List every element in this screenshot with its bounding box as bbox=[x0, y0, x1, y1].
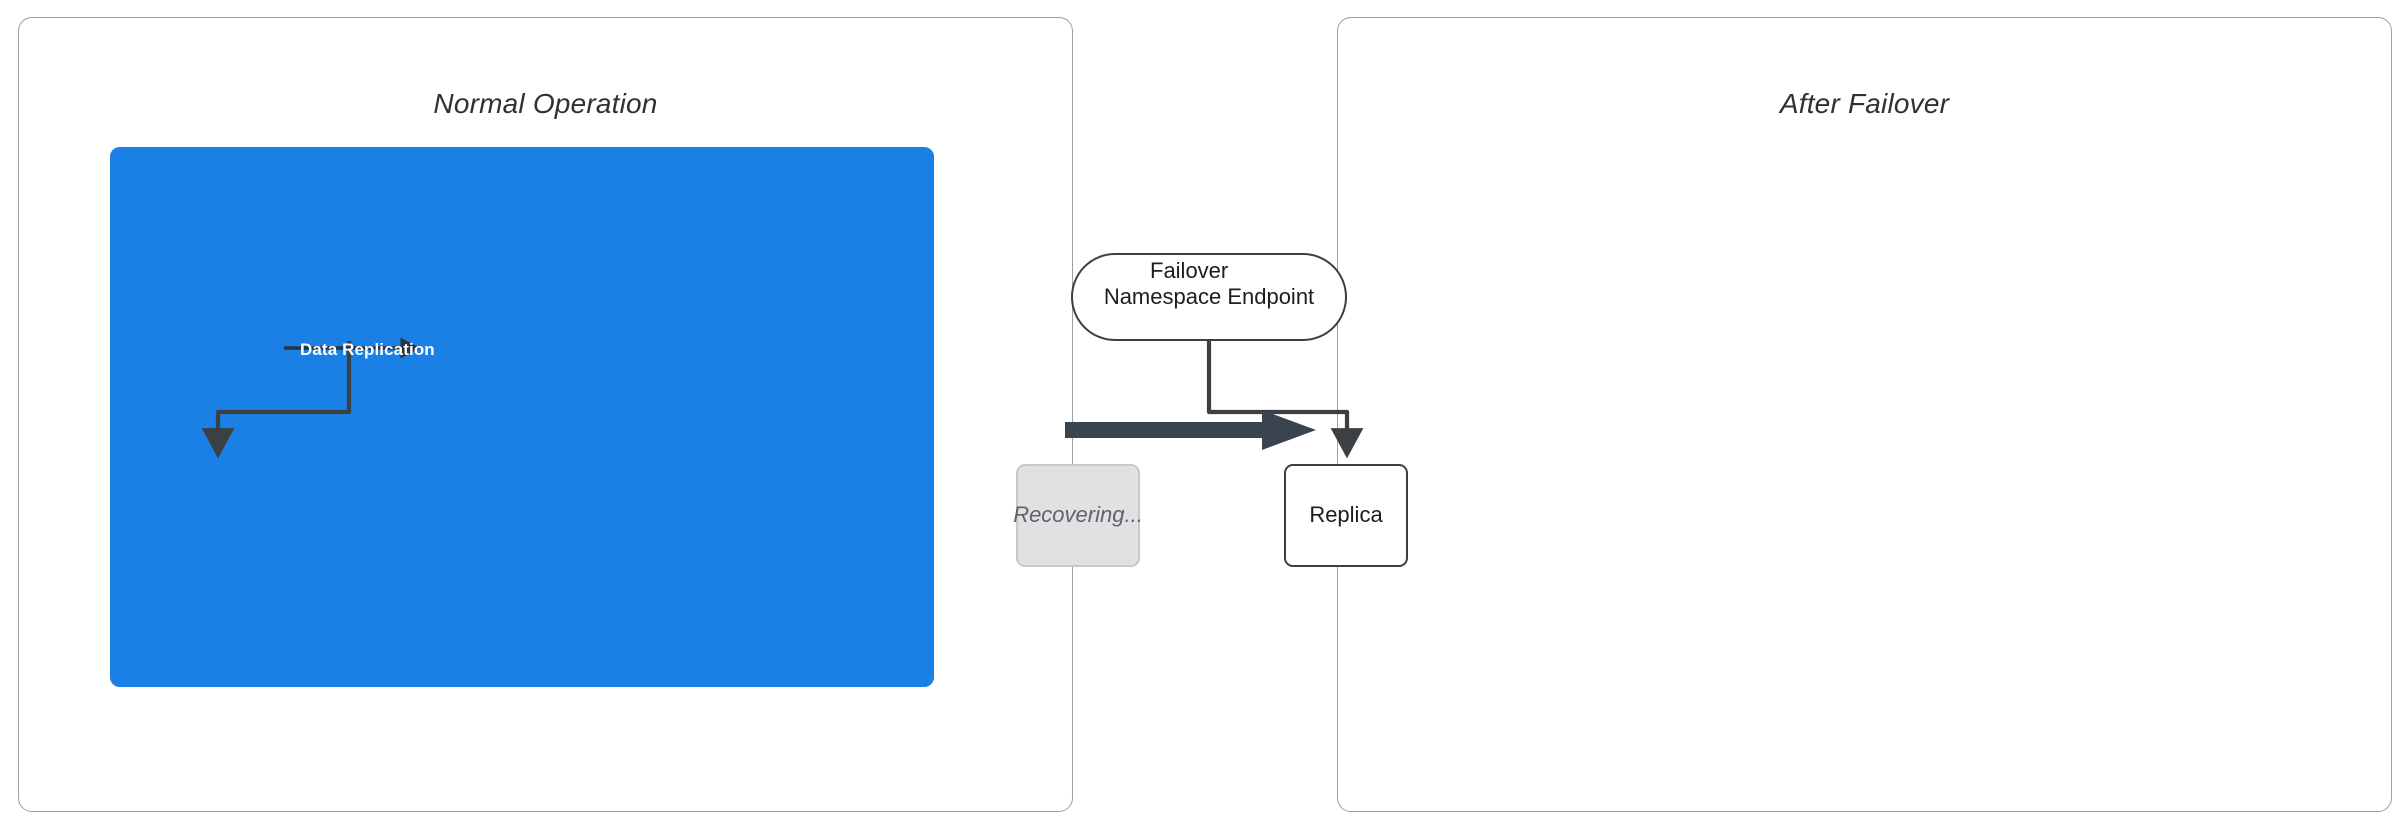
node-label: Recovering... bbox=[1013, 502, 1143, 528]
panel-after-failover: After Failover bbox=[1337, 17, 2392, 812]
panel-title-after-failover: After Failover bbox=[1779, 88, 1950, 119]
node-namespace-endpoint-right[interactable]: Namespace Endpoint bbox=[1071, 253, 1347, 341]
node-replica-right[interactable]: Replica bbox=[1284, 464, 1408, 567]
connector-endpoint-to-replica bbox=[1206, 341, 1364, 459]
edge-label-failover: Failover bbox=[1150, 258, 1229, 283]
connector-failover-arrow bbox=[1065, 410, 1316, 450]
panel-title-normal-operation: Normal Operation bbox=[433, 88, 658, 119]
node-recovering[interactable]: Recovering... bbox=[1013, 464, 1143, 567]
blue-container-after-failover bbox=[110, 147, 934, 687]
node-label: Namespace Endpoint bbox=[1103, 283, 1315, 309]
edge-label-data-replication: Data Replication bbox=[300, 340, 435, 359]
node-label: Replica bbox=[1309, 502, 1383, 528]
